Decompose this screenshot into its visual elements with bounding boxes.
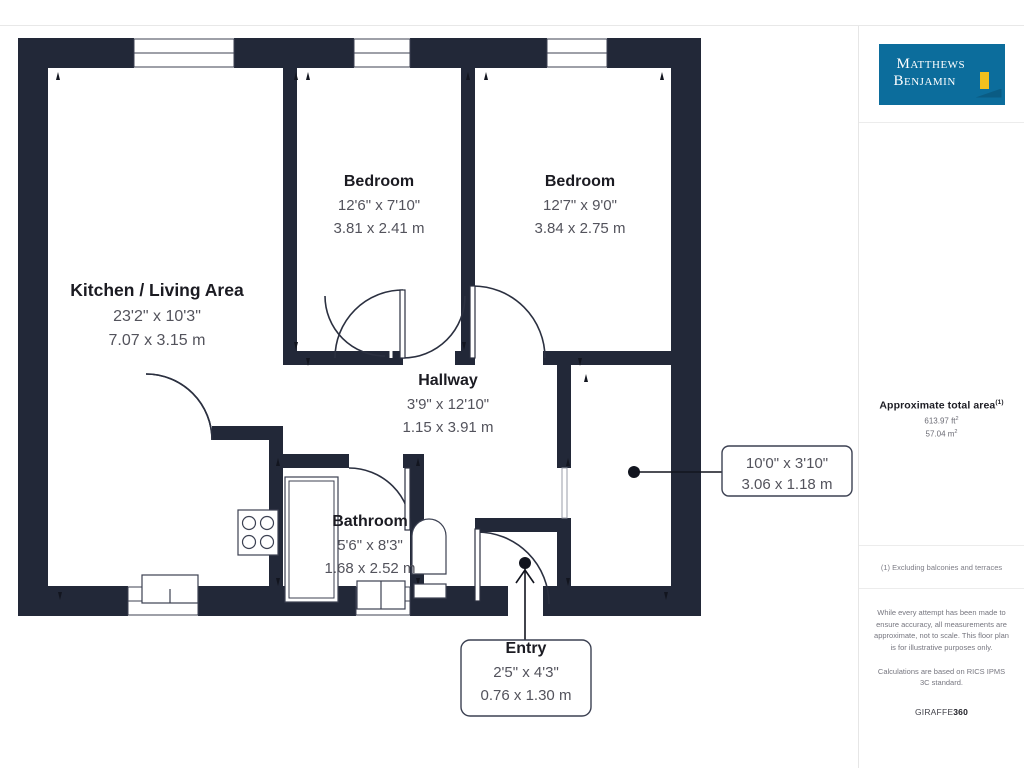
door-swings bbox=[324, 295, 466, 359]
room-dim-imperial-hallway: 3'9" x 12'10" bbox=[407, 396, 489, 413]
room-dim-imperial-bedroom-1: 12'6" x 7'10" bbox=[338, 197, 420, 214]
fixtures bbox=[141, 476, 447, 610]
matthews-benjamin-logo[interactable]: Matthews Benjamin bbox=[878, 43, 1005, 105]
room-dim-imperial-bathroom: 5'6" x 8'3" bbox=[337, 537, 403, 554]
room-label-bedroom-1: Bedroom bbox=[344, 173, 414, 190]
room-dim-metric-hallway: 1.15 x 3.91 m bbox=[403, 419, 494, 436]
brand-prefix: GIRAFFE bbox=[914, 706, 954, 717]
total-area-label: Approximate total area bbox=[879, 399, 996, 412]
room-dim-metric-bedroom-1: 3.81 x 2.41 m bbox=[334, 220, 425, 237]
dimension-arrow-markers bbox=[56, 72, 668, 600]
total-area-metric-value: 57.04 m bbox=[925, 429, 955, 439]
callout-right-dim-metric: 3.06 x 1.18 m bbox=[742, 476, 833, 493]
room-label-kitchen-living: Kitchen / Living Area bbox=[70, 280, 244, 300]
room-label-hallway: Hallway bbox=[418, 372, 478, 389]
sidebar-divider-3 bbox=[859, 588, 1024, 589]
footnote-block: (1) Excluding balconies and terraces bbox=[859, 546, 1024, 588]
floor-plan-canvas: Kitchen / Living Area 23'2" x 10'3" 7.07… bbox=[0, 26, 858, 768]
room-dim-metric-bedroom-2: 3.84 x 2.75 m bbox=[535, 220, 626, 237]
door-shadow-icon bbox=[975, 88, 1002, 98]
sidebar-divider-1 bbox=[859, 122, 1024, 123]
room-dim-imperial-kitchen-living: 23'2" x 10'3" bbox=[113, 308, 201, 325]
brand-suffix: 360 bbox=[953, 706, 969, 717]
total-area-title: Approximate total area(1) bbox=[879, 399, 1003, 412]
total-area-imperial-value: 613.97 ft bbox=[924, 416, 956, 426]
room-labels: Kitchen / Living Area 23'2" x 10'3" 7.07… bbox=[70, 173, 625, 577]
total-area-metric-unit: 2 bbox=[954, 429, 958, 436]
total-area-imperial-unit: 2 bbox=[955, 415, 959, 422]
room-dim-metric-kitchen-living: 7.07 x 3.15 m bbox=[109, 332, 206, 349]
callout-right-room: 10'0" x 3'10" 3.06 x 1.18 m bbox=[628, 445, 853, 497]
page-top-divider bbox=[0, 25, 1024, 26]
sidebar-divider-2 bbox=[859, 545, 1024, 546]
room-dim-imperial-bedroom-2: 12'7" x 9'0" bbox=[543, 197, 617, 214]
logo-line-2: Benjamin bbox=[893, 72, 956, 89]
callout-right-dim-imperial: 10'0" x 3'10" bbox=[746, 455, 828, 472]
total-area-block: Approximate total area(1) 613.97 ft2 57.… bbox=[859, 123, 1024, 545]
room-label-bathroom: Bathroom bbox=[332, 513, 408, 530]
entry-callout-box bbox=[460, 639, 592, 717]
disclaimer-standard: Calculations are based on RICS IPMS 3C s… bbox=[877, 666, 1006, 688]
wall-structure bbox=[18, 38, 701, 616]
total-area-metric: 57.04 m2 bbox=[926, 429, 958, 439]
info-sidebar: Matthews Benjamin Approximate total area… bbox=[858, 26, 1024, 768]
door-icon bbox=[979, 71, 989, 89]
entry-label: Entry bbox=[506, 640, 547, 657]
disclaimer-block: While every attempt has been made to ens… bbox=[859, 589, 1024, 717]
room-dim-metric-bathroom: 1.68 x 2.52 m bbox=[325, 560, 416, 577]
room-label-bedroom-2: Bedroom bbox=[545, 173, 615, 190]
callout-entry: Entry 2'5" x 4'3" 0.76 x 1.30 m bbox=[460, 557, 592, 717]
callout-right-box bbox=[721, 445, 853, 497]
entry-dim-imperial: 2'5" x 4'3" bbox=[493, 664, 559, 681]
giraffe360-brand: GIRAFFE360 bbox=[873, 707, 1010, 717]
logo-line-1: Matthews bbox=[896, 55, 966, 72]
total-area-footnote-marker: (1) bbox=[995, 399, 1004, 406]
agency-logo[interactable]: Matthews Benjamin bbox=[859, 26, 1024, 122]
entry-dim-metric: 0.76 x 1.30 m bbox=[481, 687, 572, 704]
footnote-text: (1) Excluding balconies and terraces bbox=[880, 562, 1003, 572]
total-area-imperial: 613.97 ft2 bbox=[924, 416, 958, 426]
disclaimer-accuracy: While every attempt has been made to ens… bbox=[874, 608, 1009, 652]
